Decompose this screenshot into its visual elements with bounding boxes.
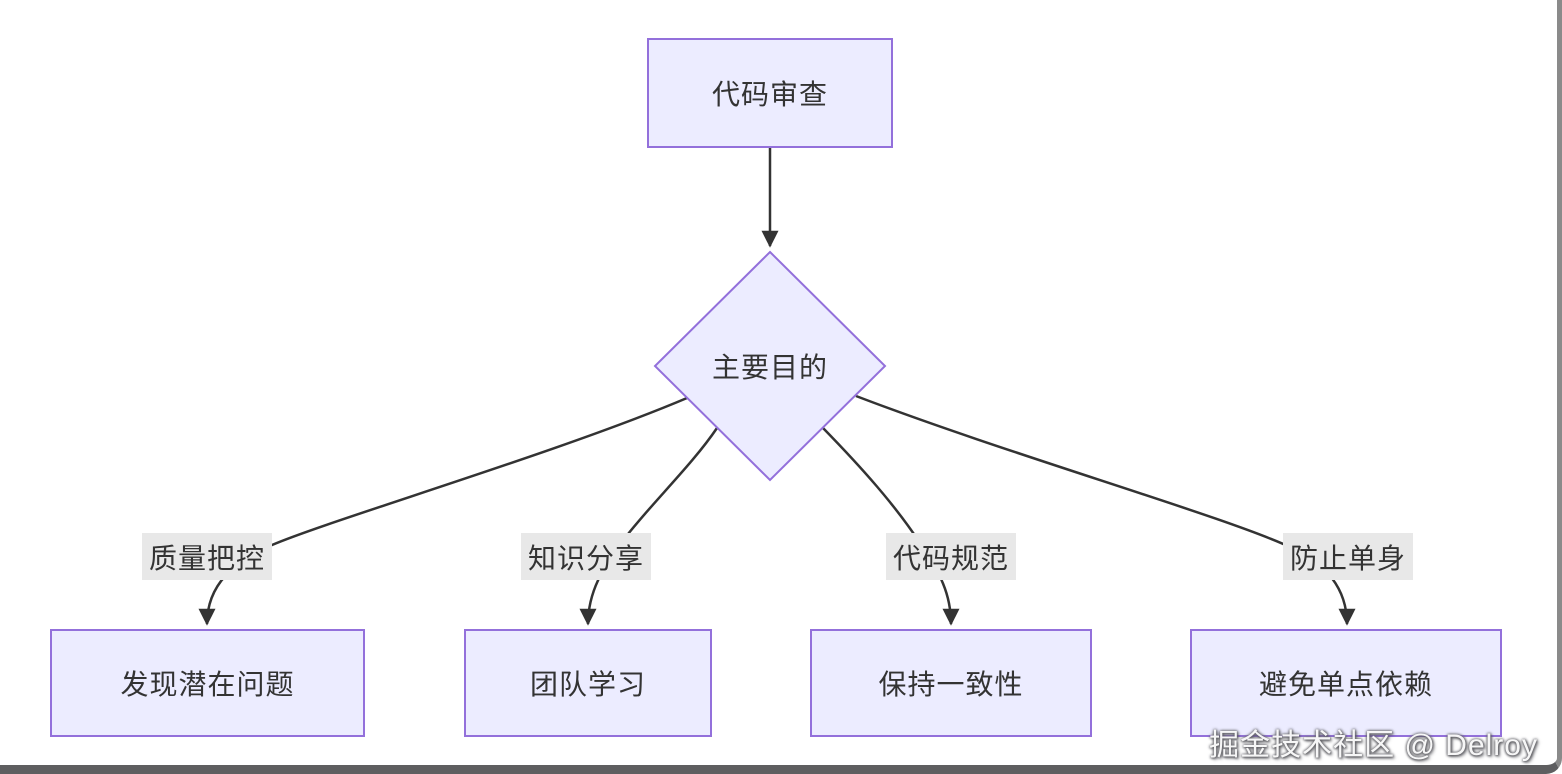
- decision-diamond: [653, 250, 887, 482]
- node-find-issues-label: 发现潜在问题: [120, 669, 295, 700]
- node-consistency-label: 保持一致性: [878, 669, 1024, 700]
- node-avoid-single-point-label: 避免单点依赖: [1258, 669, 1433, 700]
- node-code-review-label: 代码审查: [711, 79, 828, 110]
- node-avoid-single-point: 避免单点依赖: [1190, 629, 1502, 737]
- node-decision-label-text: 主要目的: [711, 352, 828, 383]
- edge-label-standard-text: 代码规范: [892, 542, 1009, 574]
- edge-label-quality: 质量把控: [142, 533, 272, 580]
- edge-label-knowledge: 知识分享: [521, 533, 651, 580]
- edge-label-knowledge-text: 知识分享: [527, 542, 644, 574]
- node-find-issues: 发现潜在问题: [50, 629, 365, 737]
- edge-label-standard: 代码规范: [886, 533, 1016, 580]
- edge-decision-to-single: [855, 394, 1356, 626]
- edge-decision-to-quality: [198, 396, 688, 626]
- node-code-review: 代码审查: [647, 38, 893, 148]
- edge-label-single-text: 防止单身: [1289, 542, 1406, 574]
- node-team-learning-label: 团队学习: [529, 669, 646, 700]
- edge-label-single: 防止单身: [1283, 533, 1413, 580]
- watermark-text: 掘金技术社区 @ Delroy: [1209, 729, 1538, 762]
- node-decision-label: 主要目的: [655, 252, 885, 480]
- node-team-learning: 团队学习: [464, 629, 712, 737]
- edge-label-quality-text: 质量把控: [148, 542, 265, 574]
- node-consistency: 保持一致性: [810, 629, 1092, 737]
